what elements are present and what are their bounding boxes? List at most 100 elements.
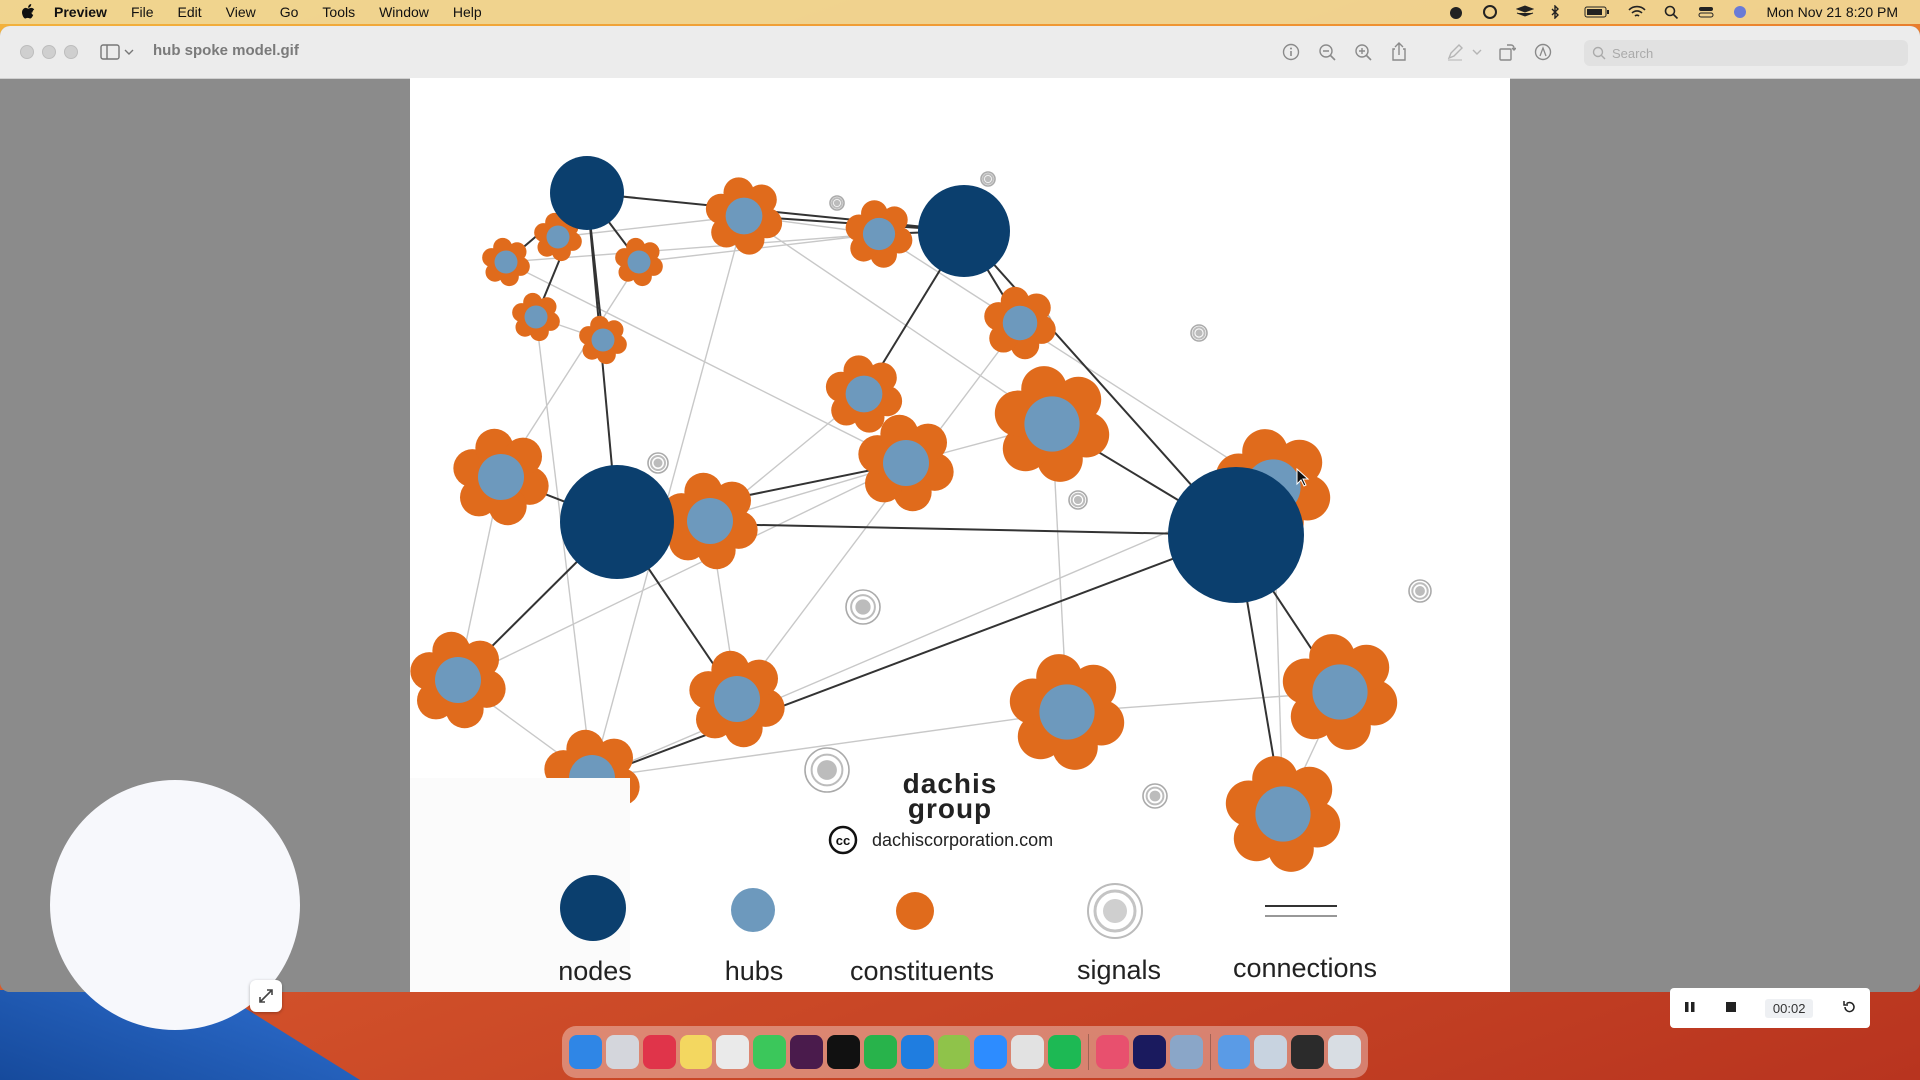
hub-cluster: [984, 286, 1056, 360]
toolbar: [1280, 41, 1554, 63]
hub-cluster: [579, 315, 627, 365]
hub-dot: [591, 328, 615, 352]
hub-dot: [714, 676, 760, 722]
mail-app-icon[interactable]: [642, 1035, 676, 1069]
legend-constituents-label: constituents: [850, 956, 994, 986]
restart-button[interactable]: [1842, 1000, 1856, 1017]
grammarly-icon[interactable]: [1482, 5, 1498, 19]
pause-icon: [1685, 1001, 1695, 1012]
menu-app-name[interactable]: Preview: [54, 4, 107, 20]
markup-icon: [1534, 43, 1552, 61]
node-dot: [1168, 467, 1304, 603]
connection-line: [743, 215, 1053, 425]
minimize-button[interactable]: [42, 45, 56, 59]
connection-line: [457, 462, 907, 681]
sidebar-toggle-button[interactable]: [100, 42, 136, 62]
legend-nodes-label: nodes: [558, 956, 632, 986]
markup-menu-button[interactable]: [1472, 41, 1482, 63]
siri-icon[interactable]: [1732, 5, 1748, 19]
hub-cluster: [705, 177, 783, 255]
spotify-icon[interactable]: [1048, 1035, 1082, 1069]
preview-icon[interactable]: [1169, 1035, 1203, 1069]
rotate-button[interactable]: [1496, 41, 1518, 63]
menu-window[interactable]: Window: [379, 4, 429, 20]
calendar-app-icon[interactable]: [716, 1035, 750, 1069]
launchpad-icon[interactable]: [605, 1035, 639, 1069]
battery-icon[interactable]: [1584, 5, 1610, 19]
pause-button[interactable]: [1684, 1001, 1696, 1016]
legend-hub-swatch: [731, 888, 775, 932]
slack-icon[interactable]: [790, 1035, 824, 1069]
hub-cluster: [534, 212, 582, 262]
notes-icon[interactable]: [679, 1035, 713, 1069]
menu-tools[interactable]: Tools: [322, 4, 356, 20]
creative-cloud-icon[interactable]: [1096, 1035, 1129, 1069]
h-app-icon[interactable]: [827, 1035, 860, 1069]
hub-dot: [494, 250, 518, 274]
stop-icon: [1725, 1001, 1736, 1012]
dock: [562, 1026, 1368, 1078]
dock-separator: [1088, 1034, 1089, 1070]
stack-icon[interactable]: [1516, 5, 1535, 19]
mouse-cursor-icon: [1296, 468, 1310, 487]
zoom-out-button[interactable]: [1316, 41, 1338, 63]
stop-button[interactable]: [1725, 1001, 1737, 1016]
creative-cloud-status-icon[interactable]: [1448, 5, 1464, 19]
markup-toolbar-button[interactable]: [1532, 41, 1554, 63]
hub-cluster: [825, 355, 903, 433]
legend-signal-swatch: [1087, 883, 1143, 939]
markup-button[interactable]: [1444, 41, 1466, 63]
folder-icon[interactable]: [1217, 1035, 1251, 1069]
zoom-button[interactable]: [64, 45, 78, 59]
menu-help[interactable]: Help: [452, 4, 482, 20]
legend-connection-swatch: [1265, 905, 1337, 917]
menu-edit[interactable]: Edit: [177, 4, 202, 20]
menu-go[interactable]: Go: [279, 4, 299, 20]
sidebar-icon: [100, 44, 120, 60]
numbers-icon[interactable]: [863, 1035, 897, 1069]
rotate-icon: [1499, 44, 1516, 61]
info-icon: [1282, 43, 1300, 61]
terminal-icon[interactable]: [1291, 1035, 1325, 1069]
bluetooth-icon[interactable]: [1550, 4, 1566, 20]
menu-clock[interactable]: Mon Nov 21 8:20 PM: [1766, 4, 1898, 20]
hub-spoke-network-diagram: dachis group cc dachiscorporation.com no…: [410, 156, 1432, 992]
spotlight-search-icon[interactable]: [1664, 5, 1680, 20]
share-button[interactable]: [1388, 41, 1410, 63]
finder-icon[interactable]: [569, 1035, 602, 1069]
keynote-icon[interactable]: [900, 1035, 934, 1069]
info-button[interactable]: [1280, 41, 1302, 63]
trash-icon[interactable]: [1328, 1035, 1361, 1069]
legend-node-swatch: [560, 875, 626, 941]
expand-webcam-button[interactable]: [250, 980, 282, 1012]
node-dot: [918, 185, 1010, 277]
hub-cluster: [1282, 634, 1398, 750]
window-controls: [20, 45, 78, 59]
brand-line1: dachis: [903, 768, 998, 799]
chevron-down-icon: [1472, 49, 1482, 55]
chrome-icon[interactable]: [1011, 1035, 1045, 1069]
pen-icon: [1447, 44, 1463, 61]
messages-icon[interactable]: [753, 1035, 787, 1069]
wifi-icon[interactable]: [1628, 5, 1647, 19]
preview-window: hub spoke model.gif Search dachis group: [0, 26, 1920, 992]
hub-cluster: [994, 366, 1110, 482]
hub-dot: [1255, 786, 1311, 842]
zoom-icon[interactable]: [974, 1035, 1008, 1069]
hub-cluster: [689, 650, 785, 748]
audition-icon[interactable]: [1132, 1035, 1166, 1069]
close-button[interactable]: [20, 45, 34, 59]
hub-dot: [524, 305, 548, 329]
recording-controls: 00:02: [1670, 988, 1870, 1028]
control-center-icon[interactable]: [1698, 5, 1714, 19]
menu-view[interactable]: View: [225, 4, 256, 20]
connection-line: [591, 534, 1237, 779]
search-field[interactable]: Search: [1584, 40, 1908, 66]
hub-dot: [546, 225, 570, 249]
signal-marker: [1142, 783, 1168, 809]
screenshot-icon[interactable]: [1254, 1035, 1288, 1069]
android-file-icon[interactable]: [937, 1035, 971, 1069]
zoom-in-button[interactable]: [1352, 41, 1374, 63]
apple-menu-icon[interactable]: [20, 4, 36, 20]
menu-file[interactable]: File: [130, 4, 154, 20]
